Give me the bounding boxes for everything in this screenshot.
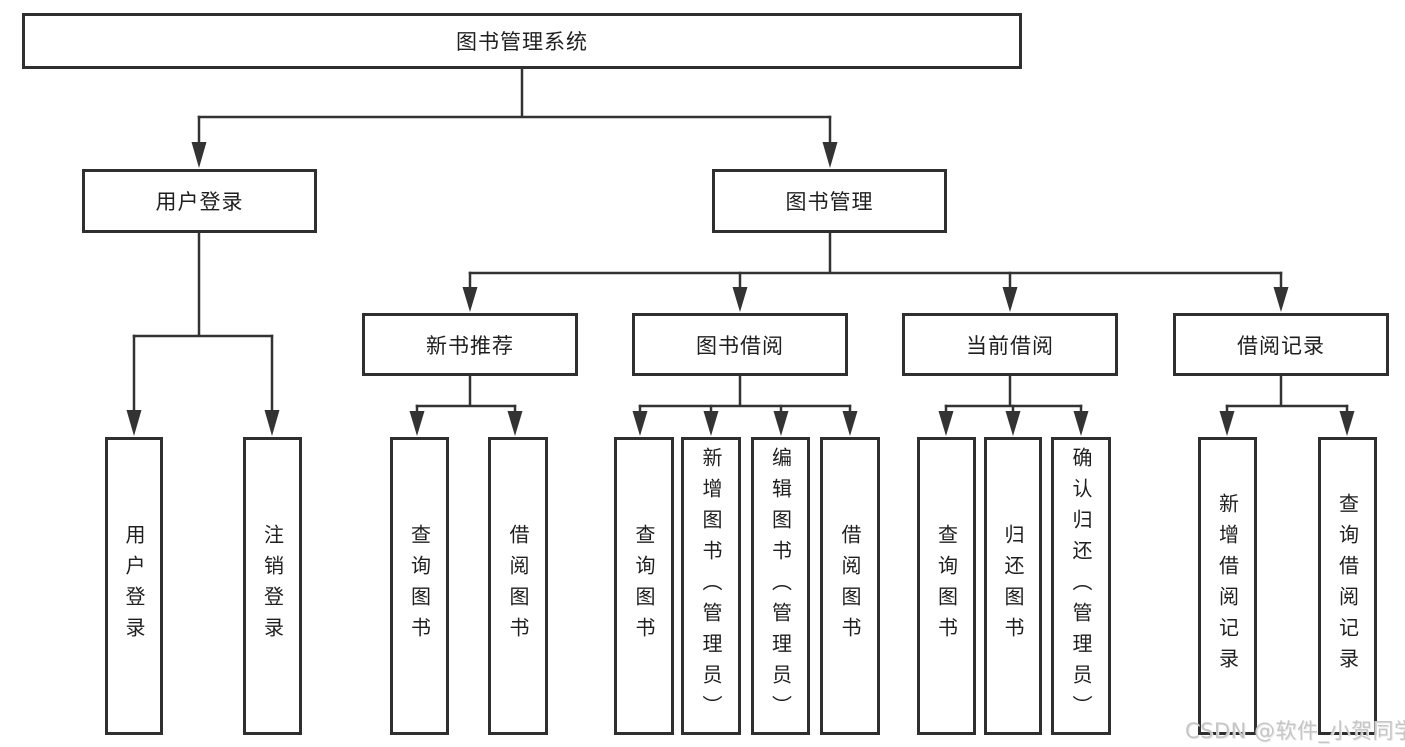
- csdn-watermark: CSDN @软件_小贺同学: [1185, 719, 1405, 743]
- node-label: 借阅记录: [1237, 333, 1325, 358]
- leaf-borrow-books-recommend: 借阅图书: [488, 437, 548, 735]
- leaf-label: 查询图书: [632, 524, 656, 648]
- node-user-login-branch: 用户登录: [82, 169, 317, 233]
- leaf-query-borrow-record: 查询借阅记录: [1318, 437, 1377, 735]
- node-label: 图书借阅: [696, 333, 784, 358]
- leaf-label: 借阅图书: [506, 524, 530, 648]
- node-book-management-branch: 图书管理: [712, 169, 947, 233]
- node-label: 当前借阅: [966, 333, 1054, 358]
- node-borrowing-records: 借阅记录: [1173, 313, 1389, 376]
- node-label: 用户登录: [155, 190, 244, 214]
- node-label: 图书管理: [785, 190, 874, 214]
- leaf-label: 归还图书: [1001, 524, 1025, 648]
- leaf-query-books-recommend: 查询图书: [390, 437, 449, 735]
- leaf-label: 新增图书（管理员）: [699, 446, 723, 726]
- leaf-add-books-admin: 新增图书（管理员）: [681, 437, 741, 735]
- leaf-label: 查询借阅记录: [1335, 493, 1360, 679]
- leaf-label: 编辑图书（管理员）: [768, 446, 793, 726]
- leaf-query-books-borrowing: 查询图书: [614, 437, 674, 735]
- node-root-system: 图书管理系统: [22, 13, 1022, 69]
- leaf-confirm-return-admin: 确认归还（管理员）: [1051, 437, 1111, 735]
- leaf-label: 查询图书: [934, 524, 959, 648]
- leaf-logout: 注销登录: [243, 437, 302, 735]
- leaf-return-books: 归还图书: [984, 437, 1042, 735]
- leaf-query-books-current: 查询图书: [917, 437, 976, 735]
- arrowheads: [126, 142, 1355, 436]
- leaf-label: 确认归还（管理员）: [1069, 446, 1093, 726]
- node-book-borrowing: 图书借阅: [632, 313, 848, 376]
- leaf-label: 新增借阅记录: [1215, 493, 1240, 679]
- node-new-book-recommendation: 新书推荐: [362, 313, 578, 376]
- leaf-label: 借阅图书: [838, 524, 862, 648]
- node-current-borrowing: 当前借阅: [902, 313, 1118, 376]
- leaf-user-login: 用户登录: [105, 437, 163, 735]
- leaf-borrow-books: 借阅图书: [820, 437, 880, 735]
- leaf-add-borrow-record: 新增借阅记录: [1198, 437, 1257, 735]
- leaf-label: 用户登录: [122, 524, 146, 648]
- node-label: 图书管理系统: [456, 30, 588, 54]
- node-label: 新书推荐: [426, 333, 514, 358]
- leaf-label: 注销登录: [260, 524, 285, 648]
- leaf-edit-books-admin: 编辑图书（管理员）: [751, 437, 810, 735]
- leaf-label: 查询图书: [407, 524, 432, 648]
